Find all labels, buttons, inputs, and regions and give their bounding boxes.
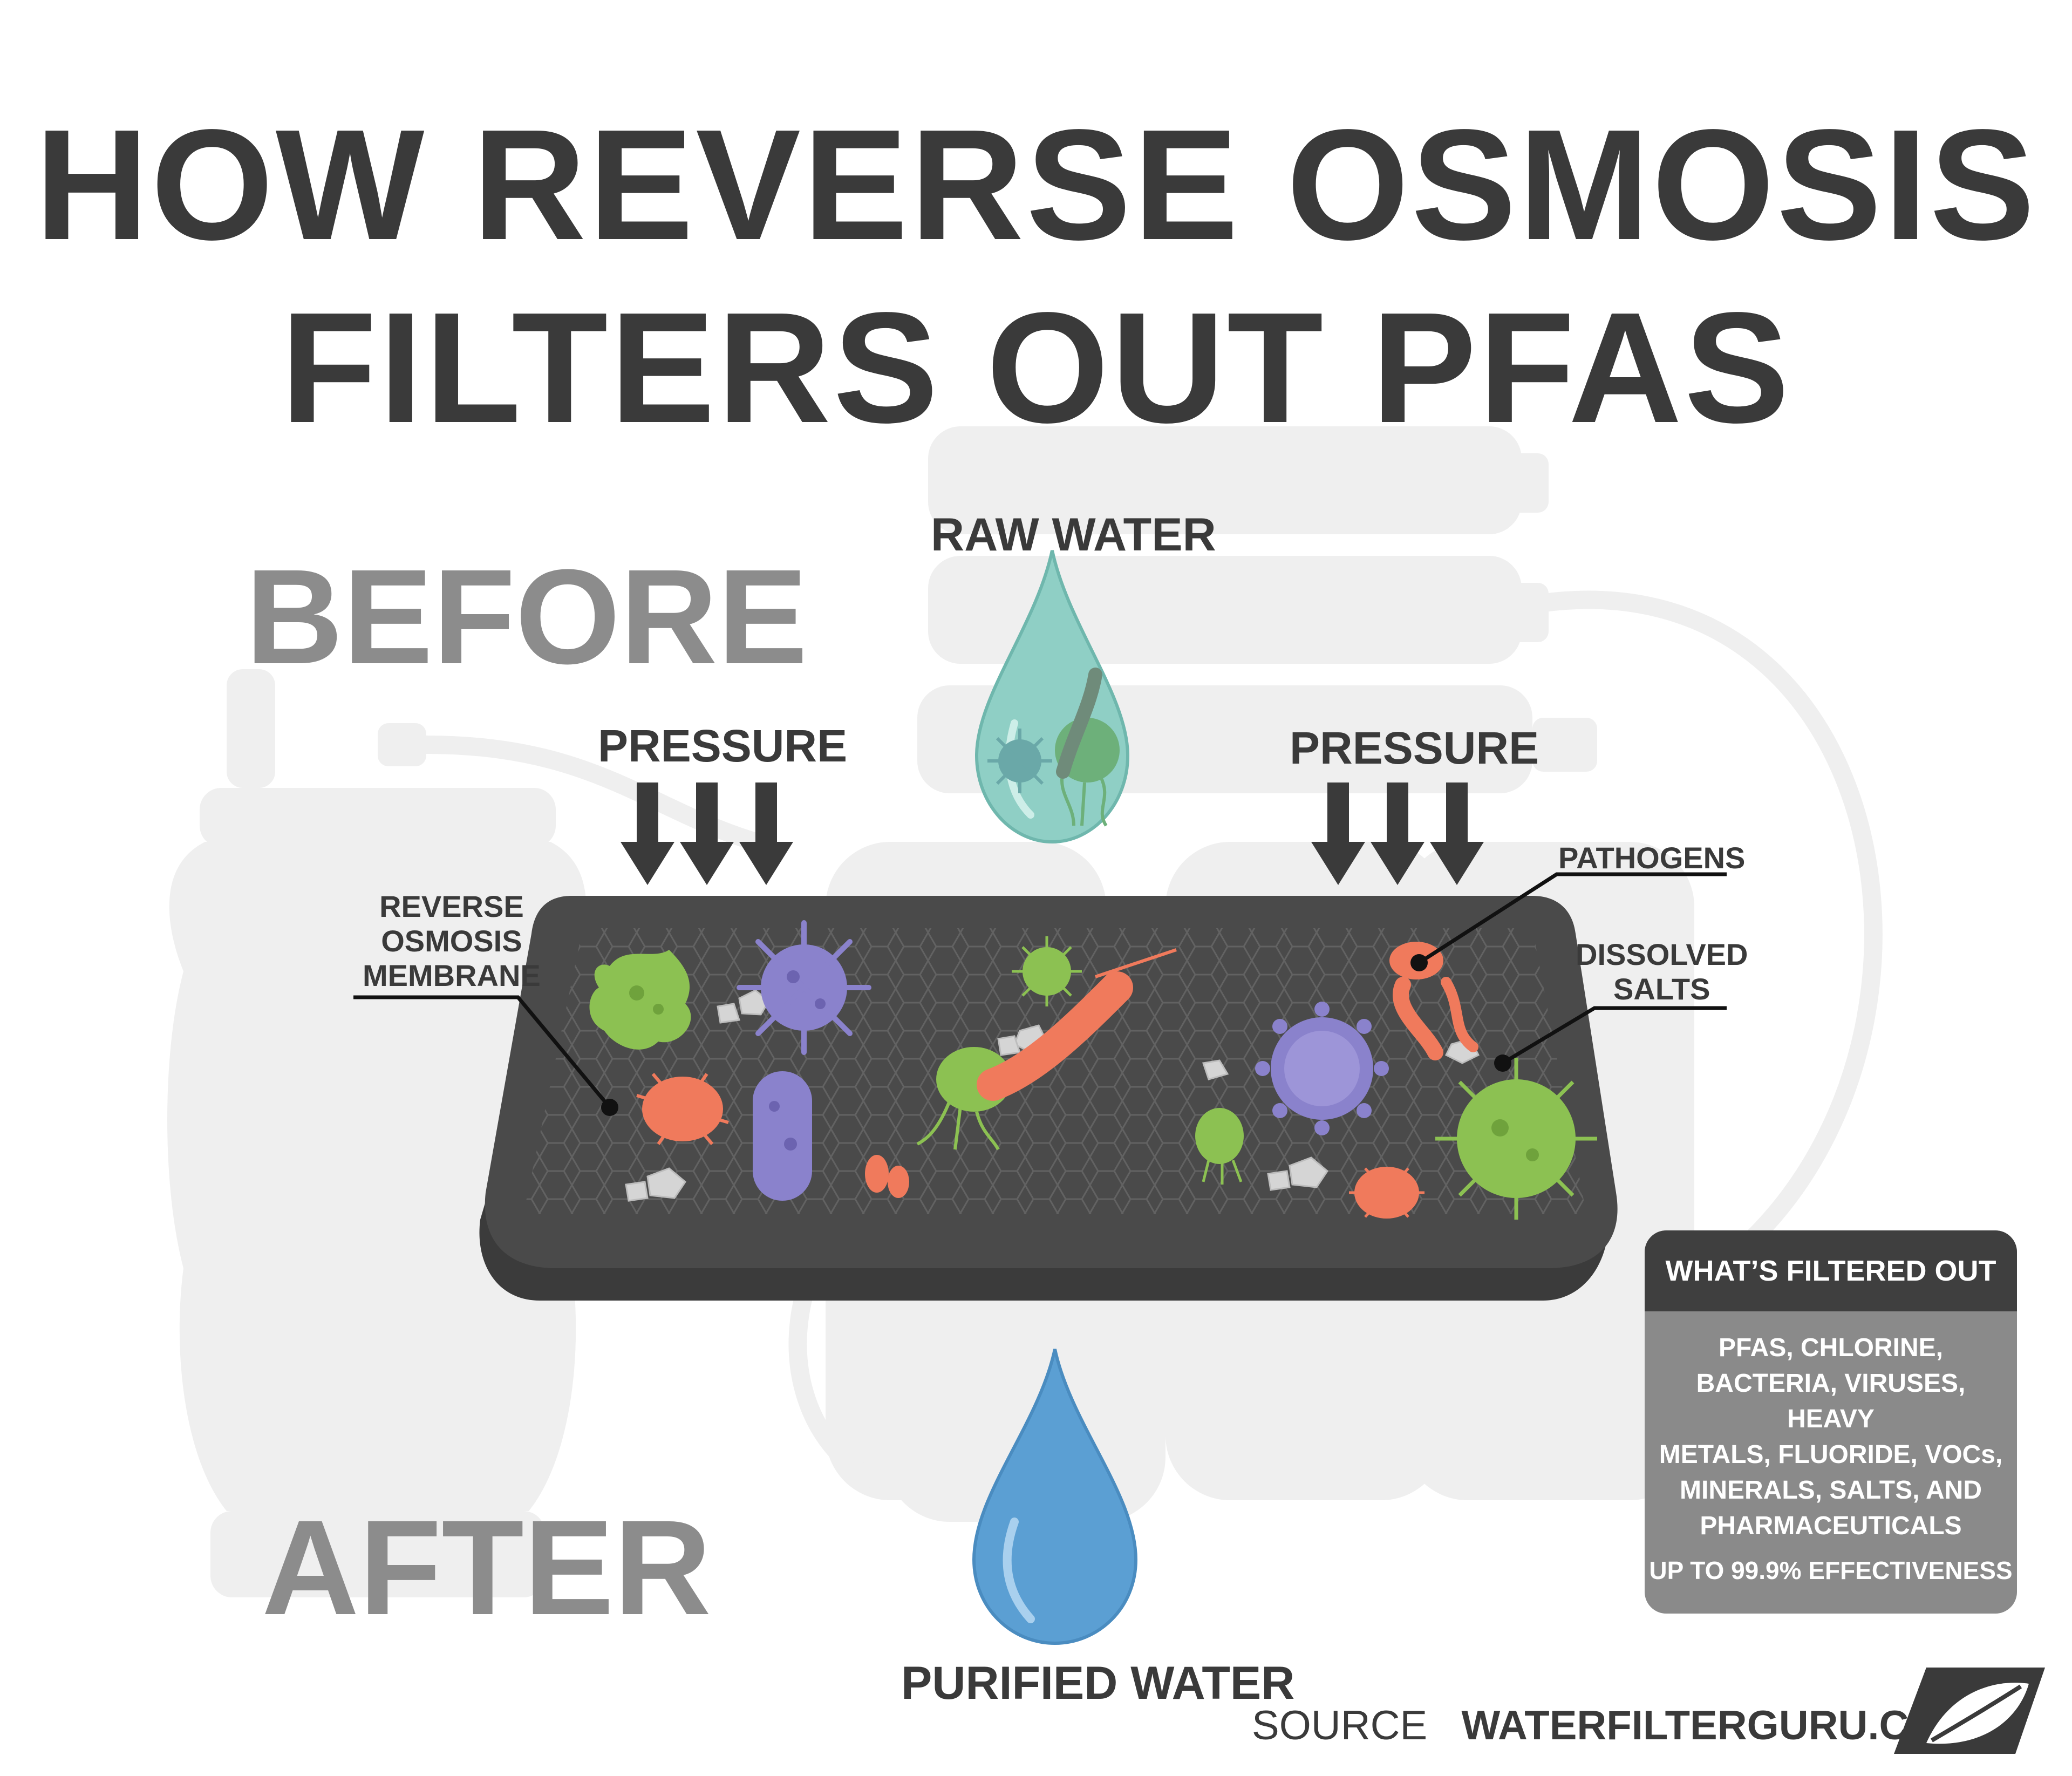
virus-icon	[1255, 1002, 1389, 1135]
virus-icon	[737, 920, 871, 1055]
bacteria-icon	[977, 948, 1177, 1101]
bacteria-icon	[589, 950, 691, 1050]
source-site: WATERFILTERGURU.COM	[1461, 1703, 1975, 1748]
effectiveness-note: UP TO 99.9% EFFECTIVENESS	[1649, 1556, 2013, 1584]
filtered-out-line: PFAS, CHLORINE,	[1718, 1333, 1944, 1362]
pressure-label-left: PRESSURE	[598, 720, 848, 771]
down-arrow-icon	[621, 782, 674, 885]
ro-membrane	[479, 896, 1618, 1301]
membrane-callout-line-1: REVERSE	[379, 889, 524, 923]
down-arrow-icon	[1430, 782, 1484, 885]
membrane-callout: REVERSE OSMOSIS MEMBRANE	[363, 889, 541, 993]
filtered-out-line: BACTERIA, VIRUSES, HEAVY	[1696, 1369, 1966, 1433]
filtered-out-line: METALS, FLUORIDE, VOCs,	[1659, 1440, 2003, 1469]
purified-water-label: PURIFIED WATER	[901, 1657, 1295, 1709]
salts-callout-line-1: DISSOLVED	[1576, 937, 1748, 971]
bacteria-icon	[1195, 1108, 1244, 1185]
dissolved-salts-callout: DISSOLVED SALTS	[1576, 937, 1748, 1006]
before-label: BEFORE	[246, 541, 808, 692]
title-line-2: FILTERS OUT PFAS	[280, 280, 1792, 455]
water-drop-icon	[974, 550, 1130, 844]
membrane-callout-line-3: MEMBRANE	[363, 958, 541, 992]
filtered-out-line: MINERALS, SALTS, AND	[1680, 1476, 1982, 1505]
salts-callout-line-2: SALTS	[1613, 972, 1710, 1006]
virus-icon	[987, 729, 1052, 793]
pathogens-callout: PATHOGENS	[1558, 841, 1746, 875]
source-label: SOURCE	[1252, 1703, 1428, 1748]
raw-water-label: RAW WATER	[931, 509, 1216, 561]
down-arrow-icon	[739, 782, 793, 885]
pressure-arrows-right	[1311, 782, 1484, 885]
source-credit: SOURCE WATERFILTERGURU.COM	[1252, 1705, 1975, 1746]
water-drop-icon	[972, 1349, 1138, 1645]
bacteria-icon	[1349, 1167, 1424, 1219]
after-label: AFTER	[262, 1492, 712, 1643]
bacteria-icon	[636, 1073, 729, 1145]
membrane-callout-line-2: OSMOSIS	[381, 924, 522, 958]
down-arrow-icon	[1371, 782, 1424, 885]
leaf-logo-icon	[1894, 1668, 2045, 1754]
filtered-out-list: PFAS, CHLORINE, BACTERIA, VIRUSES, HEAVY…	[1655, 1330, 2006, 1544]
bacteria-icon	[753, 1071, 812, 1201]
filtered-out-panel: WHAT’S FILTERED OUT PFAS, CHLORINE, BACT…	[1645, 1230, 2017, 1614]
bacteria-icon	[865, 1155, 909, 1198]
pressure-label-right: PRESSURE	[1290, 723, 1539, 773]
virus-icon	[1012, 936, 1082, 1006]
filtered-out-heading: WHAT’S FILTERED OUT	[1645, 1230, 2017, 1311]
down-arrow-icon	[1311, 782, 1365, 885]
virus-icon	[1435, 1058, 1597, 1220]
title-line-1: HOW REVERSE OSMOSIS	[35, 97, 2037, 273]
pressure-arrows-left	[621, 782, 793, 885]
filtered-out-line: PHARMACEUTICALS	[1700, 1512, 1962, 1540]
salt-crystal-icon	[625, 989, 1480, 1202]
down-arrow-icon	[680, 782, 734, 885]
